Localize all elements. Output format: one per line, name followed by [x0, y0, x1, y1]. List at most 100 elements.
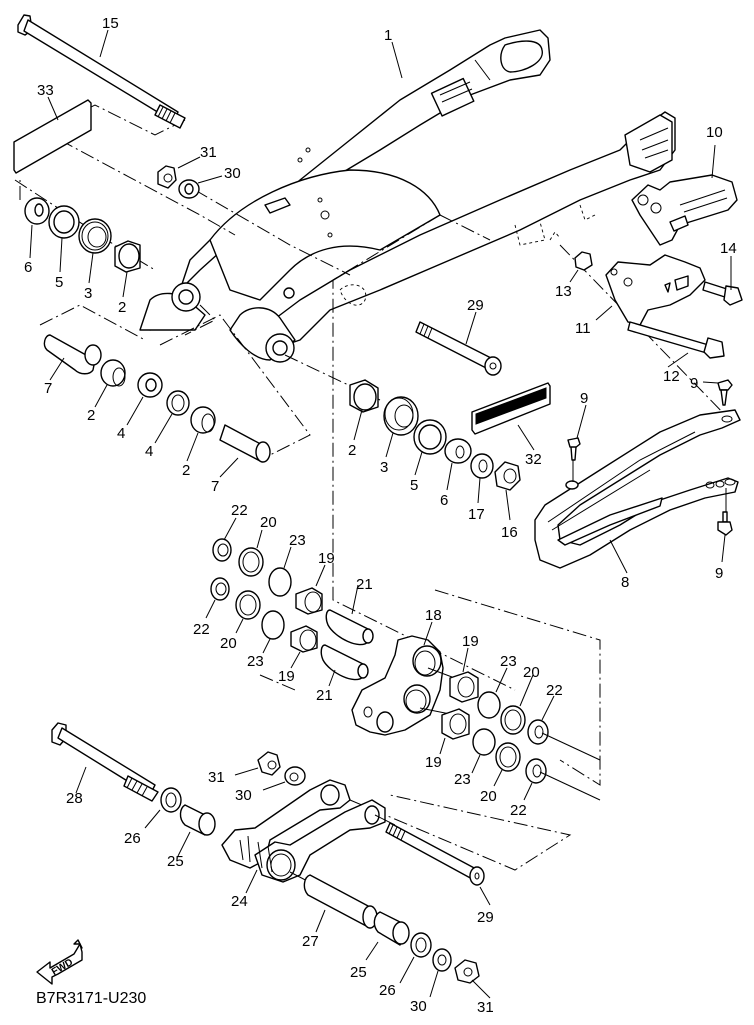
leader-20a: [256, 529, 263, 549]
callout-20b: 20: [220, 635, 237, 652]
chain-guide-bracket-11: [605, 254, 706, 326]
callout-20d: 20: [480, 788, 497, 805]
callout-2-ll1: 2: [87, 407, 95, 424]
nut-13: [574, 251, 593, 271]
bolt-29-bottom: [374, 814, 485, 886]
leader-33: [47, 96, 59, 121]
right-pivot-stack: [349, 379, 521, 491]
callout-29-top: 29: [467, 297, 484, 314]
callout-4b: 4: [145, 443, 153, 460]
callout-29-bottom: 29: [477, 909, 494, 926]
callout-12: 12: [663, 368, 680, 385]
screw-9-middle: [565, 437, 581, 490]
leader-23c: [495, 667, 508, 693]
leader-2-left: [122, 271, 128, 298]
callout-6-right: 6: [440, 492, 448, 509]
leader-15: [99, 29, 109, 58]
callout-28: 28: [66, 790, 83, 807]
leader-23b: [262, 638, 271, 654]
leader-21b: [328, 669, 336, 687]
leader-8: [609, 539, 628, 574]
bolt-29-top: [415, 321, 502, 376]
pivot-boss-left: [139, 282, 206, 331]
leader-13: [569, 269, 579, 283]
callout-22a: 22: [231, 502, 248, 519]
callout-25-right: 25: [350, 964, 367, 981]
callout-2-left: 2: [118, 299, 126, 316]
leader-23a: [283, 546, 292, 569]
callout-21b: 21: [316, 687, 333, 704]
leader-31-bottom: [471, 979, 491, 999]
connecting-rod-24: [221, 779, 386, 883]
leader-3-right: [385, 432, 394, 458]
callout-23a: 23: [289, 532, 306, 549]
leader-22b: [205, 599, 216, 619]
bearing-26-left: [160, 787, 182, 813]
leader-6-left: [29, 224, 33, 259]
washer-30-mid: [284, 766, 306, 786]
pivot-boss-right: [229, 287, 296, 363]
callout-22b: 22: [193, 621, 210, 638]
leader-7-right: [219, 457, 239, 478]
leader-1: [391, 41, 403, 79]
callout-8: 8: [621, 574, 629, 591]
callout-21a: 21: [356, 576, 373, 593]
chain-slider-8: [534, 409, 741, 569]
callout-19c: 19: [462, 633, 479, 650]
callout-25-left: 25: [167, 853, 184, 870]
leader-18: [423, 621, 433, 646]
callout-17: 17: [468, 506, 485, 523]
leader-7-left: [49, 357, 65, 381]
callout-30-top: 30: [224, 165, 241, 182]
callout-13: 13: [555, 283, 572, 300]
callout-23c: 23: [500, 653, 517, 670]
leader-10: [711, 144, 716, 179]
callout-15: 15: [102, 15, 119, 32]
callout-4a: 4: [117, 425, 125, 442]
callout-20a: 20: [260, 514, 277, 531]
callout-2-ll2: 2: [182, 462, 190, 479]
callout-31-top: 31: [200, 144, 217, 161]
leader-22a: [223, 517, 237, 541]
callout-22d: 22: [510, 802, 527, 819]
leader-19d: [439, 737, 446, 755]
bearing-26-right: [410, 932, 432, 958]
leader-21a: [351, 584, 359, 615]
leader-31-mid: [234, 767, 259, 776]
nut-31-top: [157, 165, 177, 189]
relay-arm-18: [351, 635, 444, 736]
leader-25-left: [177, 831, 191, 857]
callout-31-bottom: 31: [477, 999, 494, 1016]
leader-29-bottom: [479, 886, 491, 906]
leader-22c: [541, 695, 555, 721]
leader-32: [517, 424, 535, 451]
leader-29-top: [465, 311, 477, 345]
lower-left-pivot-stack: [43, 334, 271, 463]
leader-30-bottom: [429, 970, 439, 998]
leader-27: [315, 909, 326, 933]
nut-31-bottom: [454, 959, 480, 984]
nut-31-mid: [257, 751, 281, 776]
washer-30-bottom: [432, 948, 452, 972]
callout-19a: 19: [318, 550, 335, 567]
callout-11: 11: [575, 320, 591, 337]
callout-5-right: 5: [410, 477, 418, 494]
washer-30-top: [178, 179, 200, 199]
bolt-12: [627, 321, 725, 359]
relay-arm-left-parts: [210, 538, 374, 681]
leader-25-right: [365, 941, 379, 961]
swingarm: [139, 29, 676, 363]
leader-2-ll1: [94, 384, 108, 408]
bolt-14: [702, 281, 743, 306]
chain-guide-10: [631, 174, 738, 246]
relay-arm-right-parts: [419, 667, 601, 801]
callout-9-bottom: 9: [715, 565, 723, 582]
callout-27: 27: [302, 933, 319, 950]
callout-7-left: 7: [44, 380, 52, 397]
callout-18: 18: [425, 607, 442, 624]
leader-30-top: [197, 175, 223, 184]
collar-25-right: [373, 911, 410, 946]
leader-20c: [519, 674, 534, 707]
leader-16: [505, 489, 511, 521]
callout-30-mid: 30: [235, 787, 252, 804]
